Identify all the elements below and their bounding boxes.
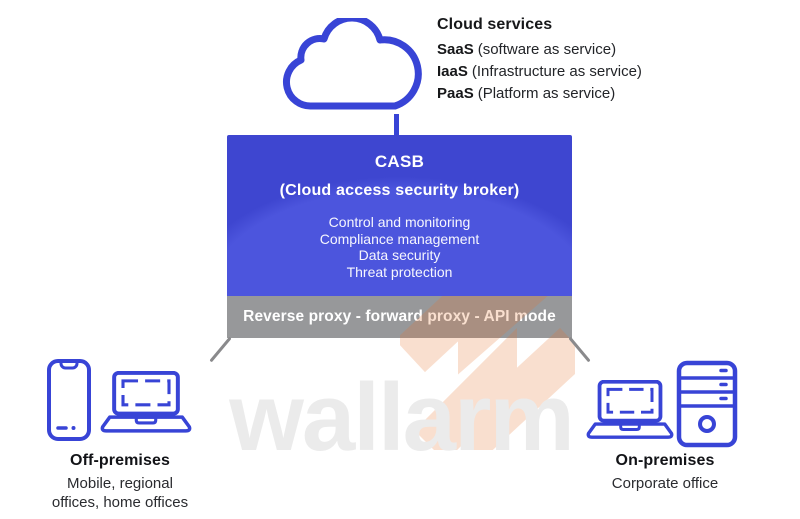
proxy-modes-bar: Reverse proxy - forward proxy - API mode: [227, 296, 572, 338]
service-abbr: PaaS: [437, 85, 474, 102]
off-premises-title: Off-premises: [70, 452, 170, 469]
on-premises-subtitle: Corporate office: [611, 475, 719, 492]
service-abbr: IaaS: [437, 63, 468, 80]
casb-title: CASB: [374, 152, 425, 171]
cloud-to-casb-line: [394, 114, 399, 137]
smartphone-icon: [47, 359, 91, 441]
on-premises-label: On-premises Corporate office: [570, 452, 760, 493]
casb-feature: Compliance management: [319, 230, 480, 247]
connector-line-left: [209, 336, 232, 363]
casb-feature: Control and monitoring: [328, 214, 471, 230]
server-tower-icon: [676, 360, 738, 448]
casb-feature: Threat protection: [346, 263, 453, 280]
casb-subtitle: (Cloud access security broker): [279, 182, 520, 199]
cloud-services-legend: Cloud services SaaS(software as service)…: [437, 16, 642, 105]
laptop-icon: [586, 380, 674, 439]
service-desc: (Platform as service): [477, 85, 616, 102]
cloud-service-item: IaaS(Infrastructure as service): [437, 61, 642, 83]
cloud-icon: [282, 18, 422, 110]
cloud-services-title: Cloud services: [437, 16, 553, 33]
off-premises-subtitle: Mobile, regional offices, home offices: [51, 475, 189, 511]
wallarm-watermark: wallarm: [229, 364, 575, 471]
casb-box: CASB (Cloud access security broker) Cont…: [227, 135, 572, 296]
service-abbr: SaaS: [437, 41, 474, 58]
off-premises-label: Off-premises Mobile, regional offices, h…: [25, 452, 215, 512]
connector-line-right: [568, 336, 591, 363]
service-desc: (software as service): [477, 41, 617, 58]
cloud-service-item: SaaS(software as service): [437, 39, 642, 61]
casb-feature: Data security: [358, 247, 441, 263]
casb-feature-list: Control and monitoring Compliance manage…: [227, 214, 572, 280]
on-premises-title: On-premises: [615, 452, 715, 469]
laptop-icon: [100, 371, 192, 433]
service-desc: (Infrastructure as service): [471, 63, 642, 80]
cloud-service-item: PaaS(Platform as service): [437, 83, 642, 105]
